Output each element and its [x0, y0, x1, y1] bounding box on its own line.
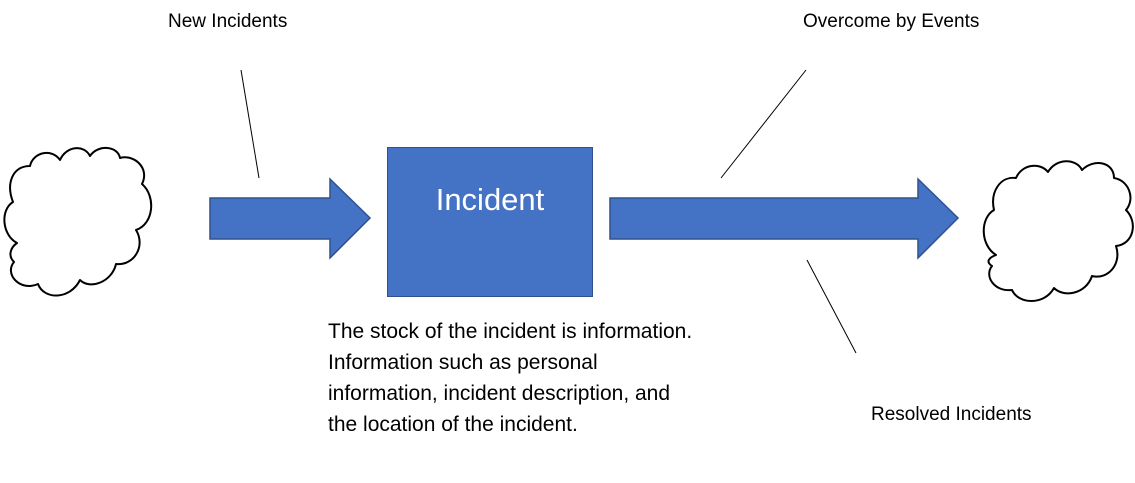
inflow-label-connector [240, 69, 260, 179]
resolved-incidents-label: Resolved Incidents [871, 404, 1032, 425]
cloud-sink-icon [982, 160, 1134, 302]
inflow-arrow [209, 177, 372, 260]
outflow-arrow [609, 177, 960, 260]
stock-description: The stock of the incident is information… [328, 320, 693, 436]
incident-stock-box: Incident [387, 147, 593, 297]
obe-label-connector [720, 69, 807, 179]
overcome-by-events-label: Overcome by Events [803, 11, 980, 32]
cloud-source-icon [3, 147, 153, 297]
new-incidents-label: New Incidents [168, 11, 288, 32]
resolved-label-connector [806, 259, 857, 354]
incident-stock-title: Incident [435, 182, 545, 217]
